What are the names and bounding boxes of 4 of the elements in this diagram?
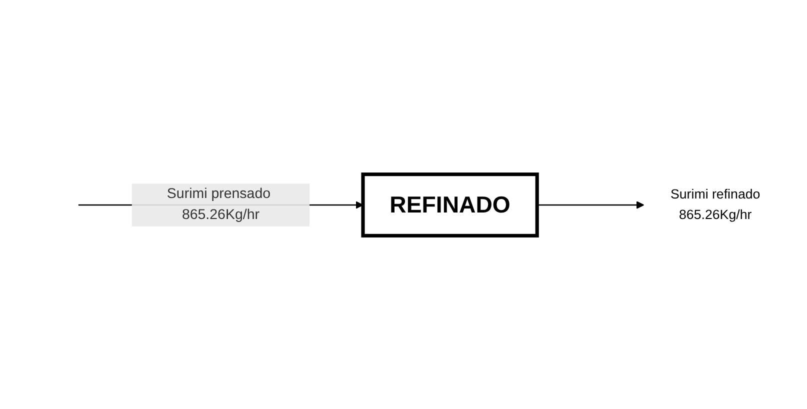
node-box: REFINADO bbox=[360, 172, 538, 237]
arrow bbox=[536, 200, 644, 208]
edge-label: Surimi prensado 865.26Kg/hr bbox=[166, 186, 270, 222]
node-text: Surimi refinado 865.26Kg/hr bbox=[670, 186, 760, 222]
